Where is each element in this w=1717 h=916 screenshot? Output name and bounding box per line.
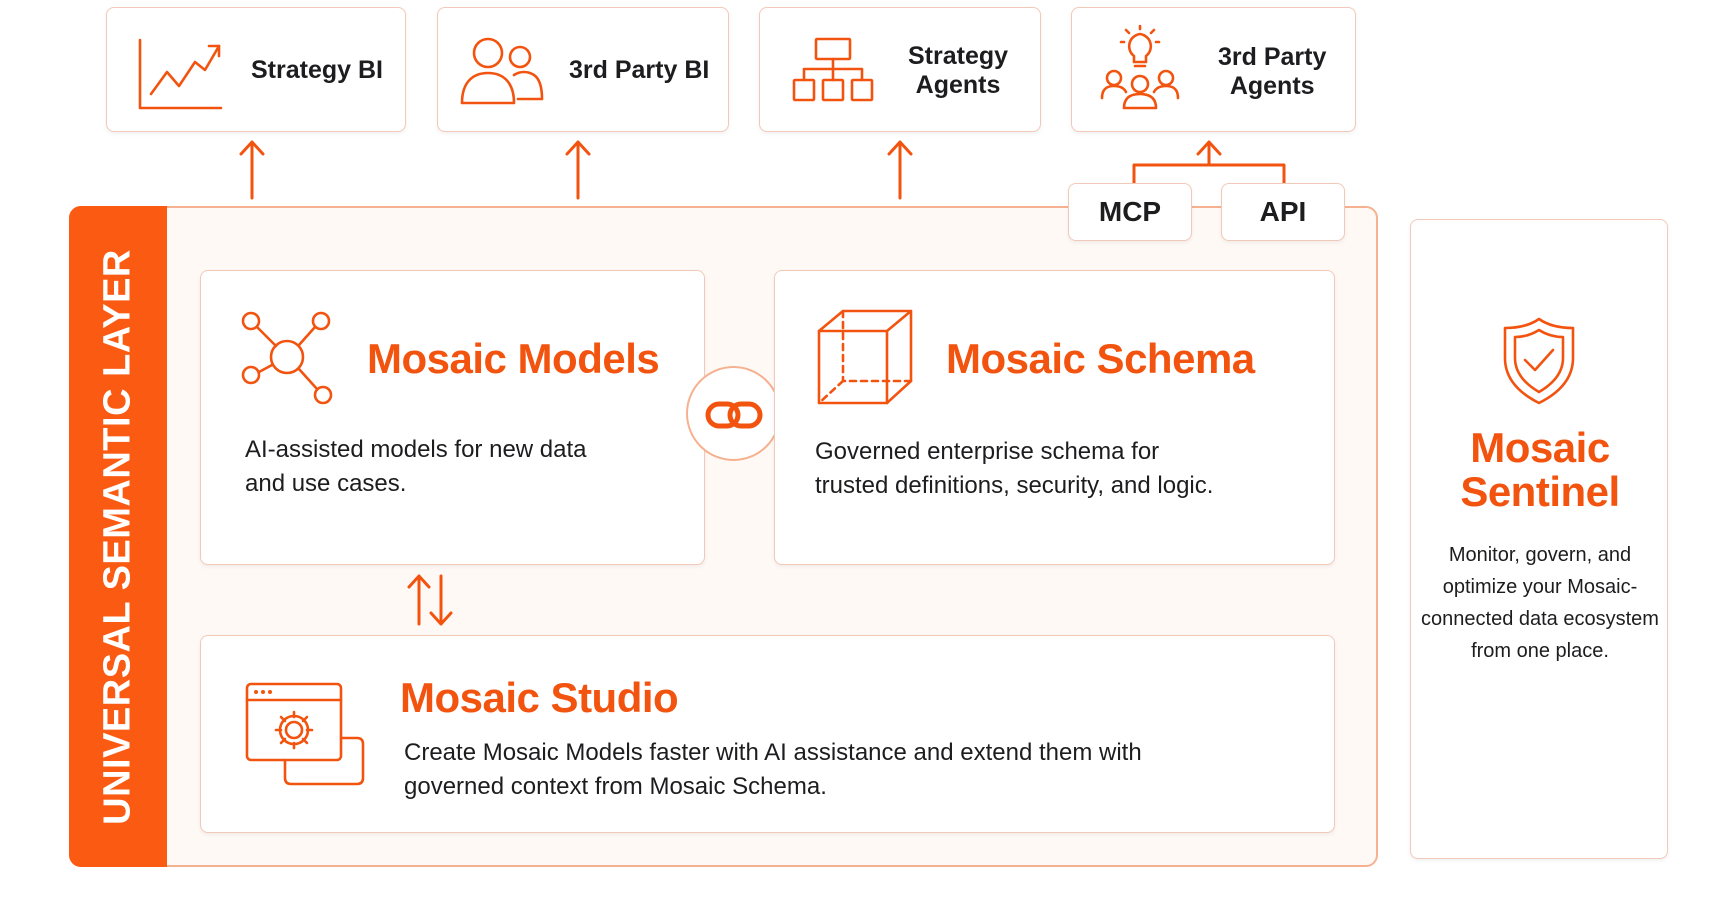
strategy-agents-card: Strategy Agents [759, 7, 1041, 132]
mosaic-sentinel-description: Monitor, govern, and optimize your Mosai… [1421, 544, 1659, 662]
third-party-agents-card: 3rd Party Agents [1071, 7, 1356, 132]
strategy-bi-card: Strategy BI [106, 7, 406, 132]
idea-group-icon [1100, 24, 1180, 110]
mosaic-schema-description: Governed enterprise schema for trusted d… [815, 438, 1214, 499]
mosaic-models-title: Mosaic Models [367, 335, 660, 382]
semantic-layer-band: UNIVERSAL SEMANTIC LAYER [69, 206, 167, 867]
bidirectional-arrows-icon [407, 574, 453, 626]
consumer-label: Strategy Agents [908, 42, 1009, 99]
mosaic-sentinel-title: Mosaic Sentinel [1460, 424, 1620, 515]
mosaic-sentinel-card: Mosaic Sentinel Monitor, govern, and opt… [1410, 219, 1668, 859]
mosaic-studio-description: Create Mosaic Models faster with AI assi… [404, 739, 1142, 800]
settings-window-icon [245, 682, 365, 786]
line-chart-icon [138, 38, 223, 110]
cube-icon [817, 309, 913, 405]
semantic-layer-label: UNIVERSAL SEMANTIC LAYER [96, 248, 139, 825]
third-party-bi-card: 3rd Party BI [437, 7, 729, 132]
shield-check-icon [1503, 317, 1575, 405]
mosaic-schema-card: Mosaic Schema Governed enterprise schema… [774, 270, 1335, 565]
connector-arrows [239, 140, 1286, 200]
mosaic-models-card: Mosaic Models AI-assisted models for new… [200, 270, 705, 565]
mosaic-models-description: AI-assisted models for new data and use … [245, 436, 587, 497]
mosaic-studio-title: Mosaic Studio [400, 674, 679, 721]
link-connector [686, 366, 781, 461]
mcp-button[interactable]: MCP [1068, 183, 1192, 241]
consumer-label: 3rd Party BI [569, 56, 710, 84]
link-icon [705, 401, 763, 429]
consumer-label: Strategy BI [251, 56, 383, 84]
org-chart-icon [792, 37, 874, 102]
mosaic-studio-card: Mosaic Studio Create Mosaic Models faste… [200, 635, 1335, 833]
consumer-label: 3rd Party Agents [1218, 43, 1327, 100]
network-icon [241, 311, 333, 405]
api-button[interactable]: API [1221, 183, 1345, 241]
mosaic-schema-title: Mosaic Schema [946, 335, 1255, 382]
users-icon [460, 37, 544, 105]
